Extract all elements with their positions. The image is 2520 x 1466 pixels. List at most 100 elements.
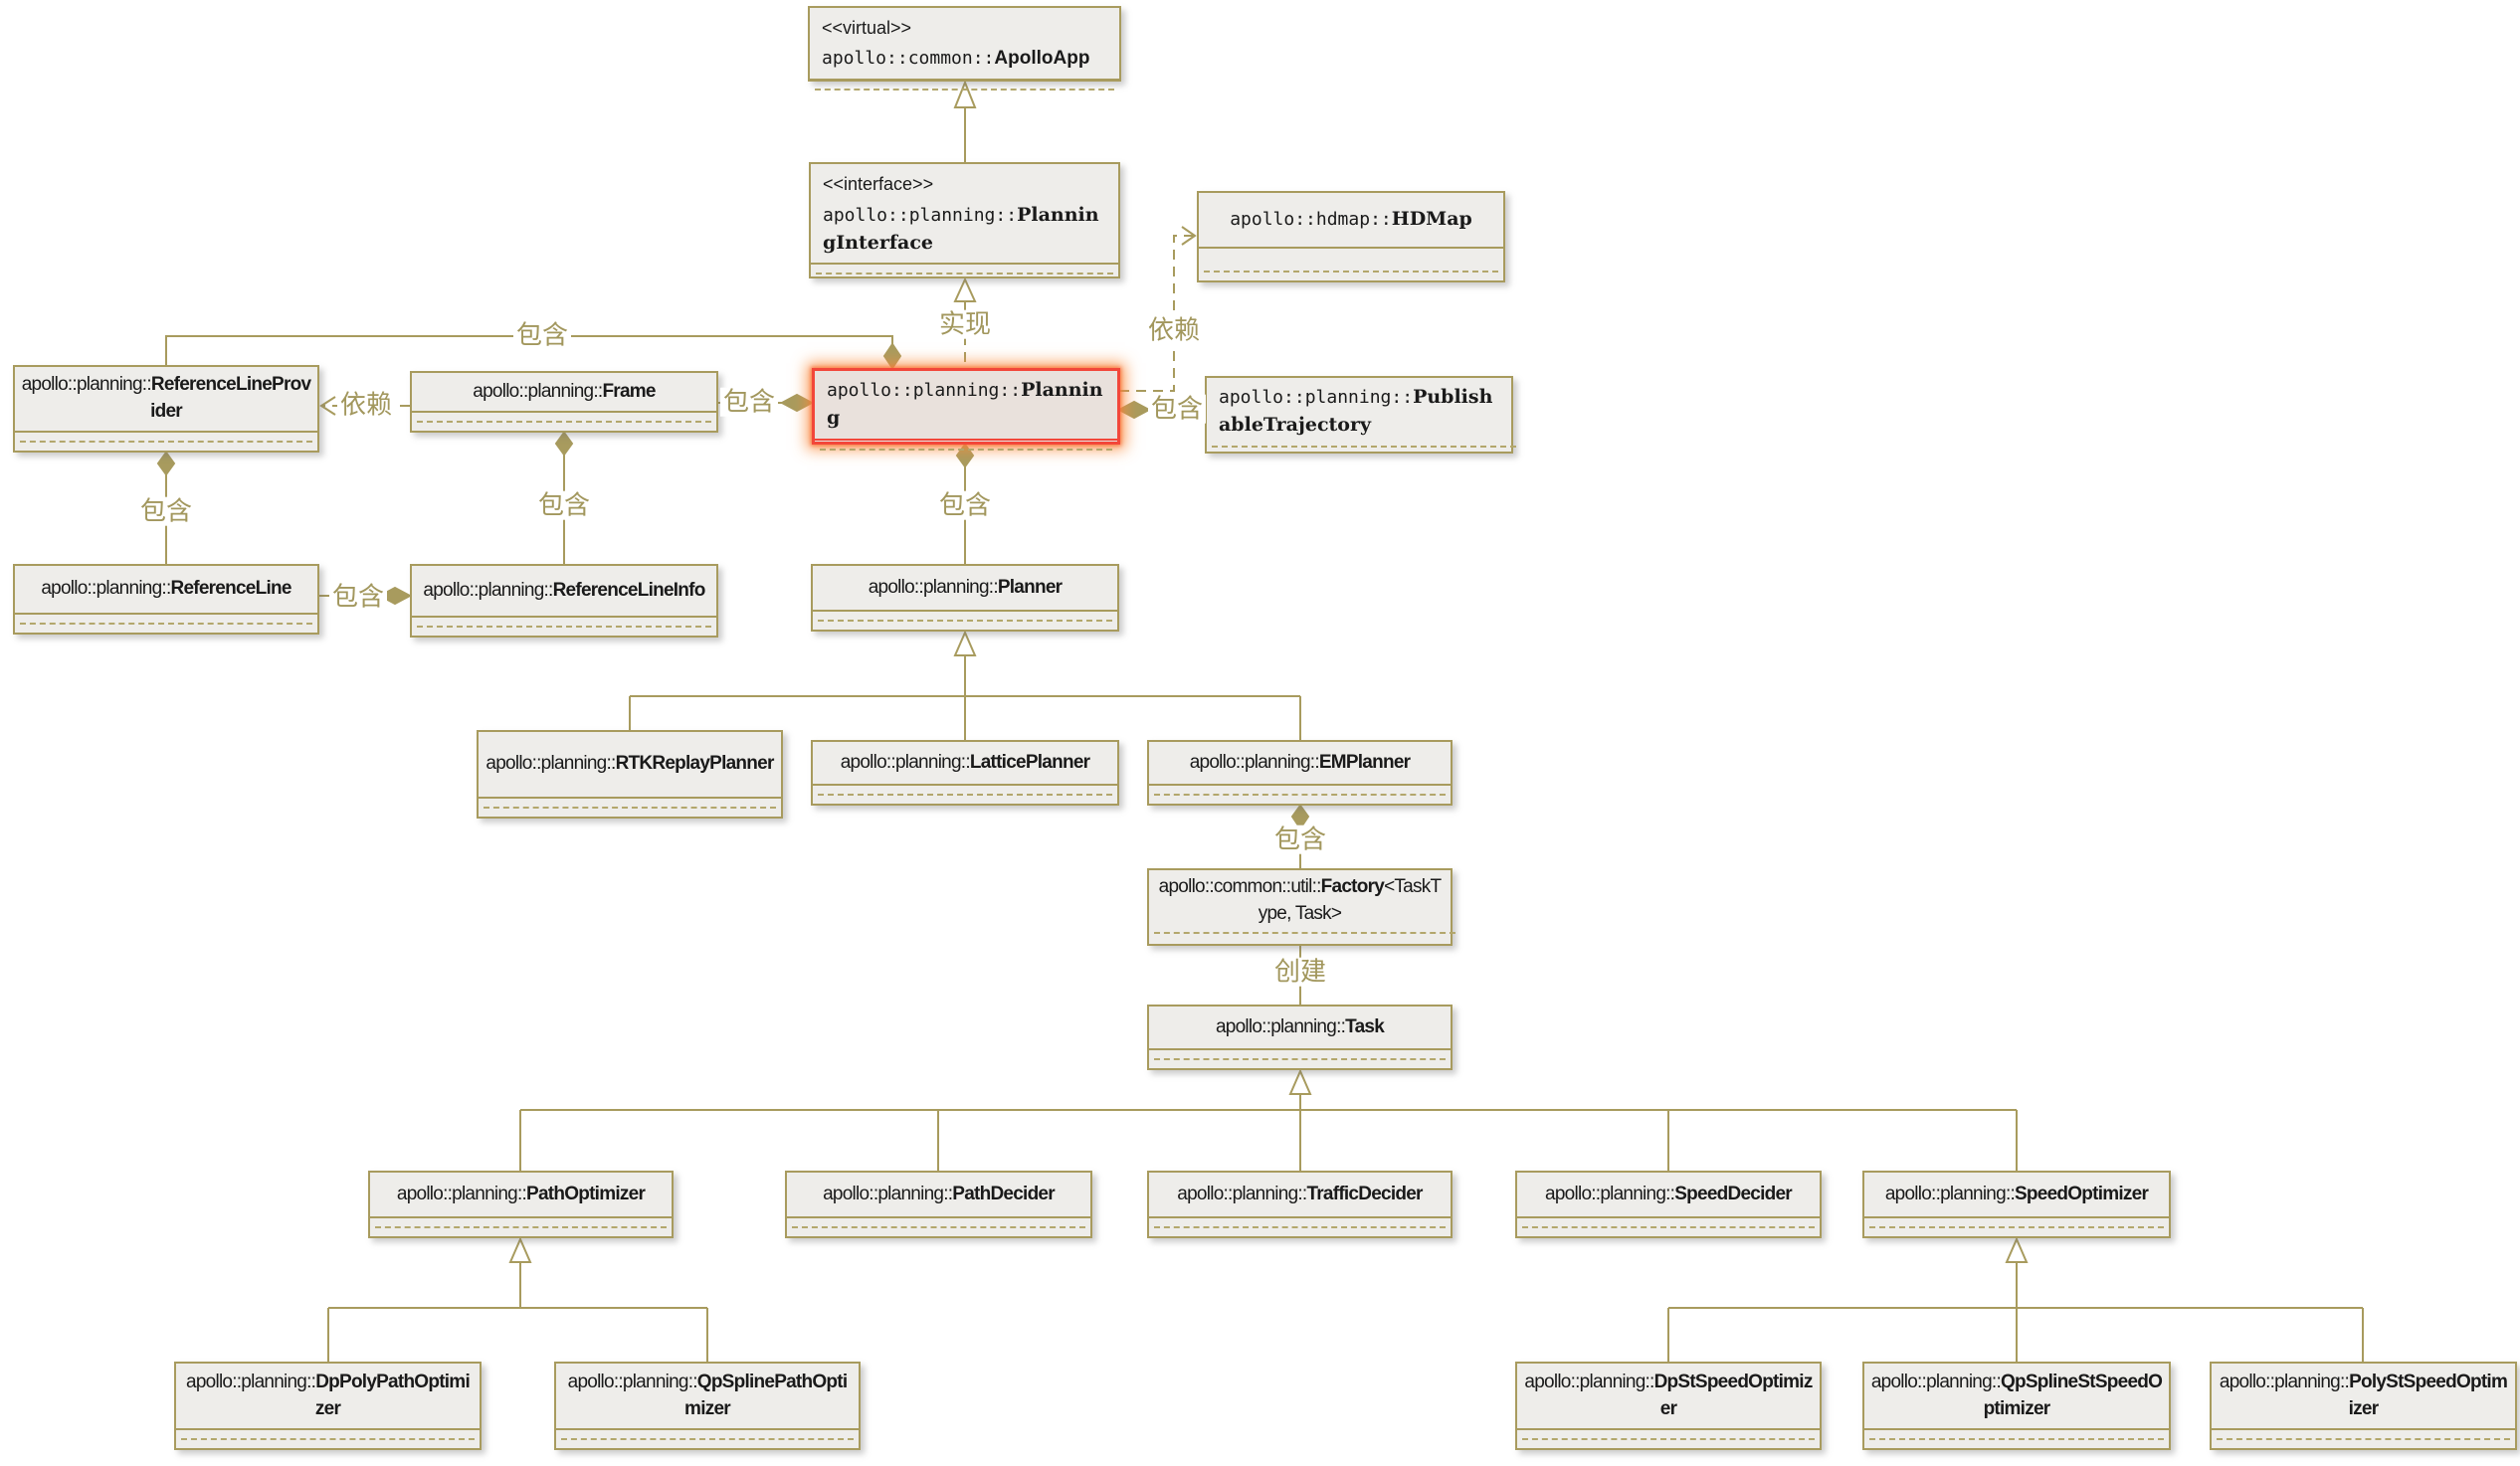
- class-path-decider[interactable]: apollo::planning::PathDecider: [785, 1171, 1092, 1238]
- members-compartment: [1149, 784, 1451, 804]
- namespace-text: apollo::planning::: [868, 576, 999, 598]
- class-qp-spline-st-speed-optimizer[interactable]: apollo::planning::QpSplineStSpeedOptimiz…: [1862, 1362, 2171, 1450]
- members-compartment: [813, 610, 1117, 630]
- members-compartment: [479, 797, 781, 817]
- class-reference-line-provider[interactable]: apollo::planning::ReferenceLineProvider: [13, 365, 319, 453]
- edge-label-realize: 实现: [935, 310, 995, 339]
- dashed-separator: [816, 273, 1113, 275]
- namespace-text: apollo::common::: [822, 47, 995, 69]
- edge-label-contains: 包含: [719, 388, 779, 417]
- edge-label-contains: 包含: [1270, 825, 1330, 854]
- edge-label-depends: 依赖: [336, 391, 396, 420]
- class-planning[interactable]: apollo::planning::Planning: [812, 368, 1120, 451]
- class-title: <<virtual>>apollo::common::ApolloApp: [810, 8, 1119, 79]
- members-compartment: [1864, 1428, 2169, 1448]
- class-title: apollo::planning::PathOptimizer: [370, 1173, 672, 1216]
- class-path-optimizer[interactable]: apollo::planning::PathOptimizer: [368, 1171, 674, 1238]
- class-qp-spline-path-optimizer[interactable]: apollo::planning::QpSplinePathOptimizer: [554, 1362, 861, 1450]
- members-compartment: [813, 784, 1117, 804]
- class-title: apollo::planning::Frame: [412, 373, 716, 411]
- members-compartment: [1517, 1216, 1820, 1236]
- class-planning-interface[interactable]: <<interface>>apollo::planning::PlanningI…: [809, 162, 1120, 278]
- class-name-text: Task: [1345, 1015, 1385, 1037]
- class-poly-st-speed-optimizer[interactable]: apollo::planning::PolyStSpeedOptimizer: [2210, 1362, 2517, 1450]
- members-compartment: [1199, 247, 1503, 280]
- class-title: apollo::planning::PolyStSpeedOptimizer: [2212, 1364, 2515, 1428]
- edge-generalization-planners: [629, 630, 1301, 740]
- members-compartment: [810, 78, 1119, 98]
- class-planner[interactable]: apollo::planning::Planner: [811, 564, 1119, 632]
- namespace-text: apollo::planning::: [1884, 1183, 2016, 1204]
- namespace-text: apollo::planning::: [823, 204, 1018, 226]
- class-title: apollo::planning::QpSplineStSpeedOptimiz…: [1864, 1364, 2169, 1428]
- namespace-text: apollo::planning::: [473, 380, 603, 402]
- class-speed-optimizer[interactable]: apollo::planning::SpeedOptimizer: [1862, 1171, 2171, 1238]
- template-args-text: <TaskType, Task>: [1258, 876, 1442, 924]
- namespace-text: apollo::hdmap::: [1230, 209, 1392, 231]
- dashed-separator: [20, 623, 312, 625]
- class-title: apollo::planning::PublishableTrajectory: [1207, 378, 1511, 446]
- class-publishable-trajectory[interactable]: apollo::planning::PublishableTrajectory: [1205, 376, 1516, 454]
- class-name-text: SpeedOptimizer: [2015, 1183, 2149, 1204]
- members-compartment: [412, 411, 716, 431]
- class-hdmap[interactable]: apollo::hdmap::HDMap: [1197, 191, 1505, 282]
- namespace-text: apollo::planning::: [823, 1183, 953, 1204]
- namespace-text: apollo::planning::: [485, 753, 616, 775]
- class-apollo-app[interactable]: <<virtual>>apollo::common::ApolloApp: [808, 6, 1121, 91]
- class-name-text: TrafficDecider: [1306, 1183, 1423, 1204]
- class-title: apollo::planning::ReferenceLine: [15, 566, 317, 613]
- class-reference-line-info[interactable]: apollo::planning::ReferenceLineInfo: [410, 564, 718, 638]
- class-task-factory[interactable]: apollo::common::util::Factory<TaskType, …: [1147, 868, 1455, 946]
- class-title: apollo::planning::SpeedOptimizer: [1864, 1173, 2169, 1216]
- dashed-separator: [820, 448, 1112, 451]
- namespace-text: apollo::planning::: [1177, 1183, 1307, 1204]
- class-speed-decider[interactable]: apollo::planning::SpeedDecider: [1515, 1171, 1822, 1238]
- namespace-text: apollo::common::util::: [1158, 876, 1322, 897]
- class-name-text: ReferenceLine: [170, 578, 291, 600]
- namespace-text: apollo::planning::: [21, 374, 152, 396]
- dashed-separator: [375, 1226, 667, 1228]
- class-rtk-replay-planner[interactable]: apollo::planning::RTKReplayPlanner: [477, 730, 783, 819]
- class-name-text: Factory: [1320, 876, 1385, 897]
- class-name-text: HDMap: [1391, 208, 1472, 231]
- class-frame[interactable]: apollo::planning::Frame: [410, 371, 718, 433]
- members-compartment: [787, 1216, 1090, 1236]
- class-lattice-planner[interactable]: apollo::planning::LatticePlanner: [811, 740, 1119, 806]
- namespace-text: apollo::planning::: [1189, 751, 1320, 773]
- dashed-separator: [484, 807, 776, 809]
- dashed-separator: [20, 441, 312, 443]
- class-dp-st-speed-optimizer[interactable]: apollo::planning::DpStSpeedOptimizer: [1515, 1362, 1822, 1450]
- class-name-text: EMPlanner: [1318, 751, 1411, 773]
- empty-compartment: [1149, 934, 1451, 944]
- dashed-separator: [2217, 1438, 2510, 1440]
- stereotype-label: <<virtual>>: [822, 18, 912, 38]
- class-name-text: PathDecider: [952, 1183, 1055, 1204]
- class-dp-poly-path-optimizer[interactable]: apollo::planning::DpPolyPathOptimizer: [174, 1362, 482, 1450]
- members-compartment: [1517, 1428, 1820, 1448]
- members-compartment: [1864, 1216, 2169, 1236]
- edge-generalization-tasks: [519, 1068, 2018, 1171]
- members-compartment: [2212, 1428, 2515, 1448]
- members-compartment: [1149, 1048, 1451, 1068]
- edge-label-contains: 包含: [534, 491, 594, 520]
- class-title: apollo::planning::ReferenceLineProvider: [15, 367, 317, 431]
- edge-realization-planning-planninginterface: [953, 276, 977, 368]
- class-traffic-decider[interactable]: apollo::planning::TrafficDecider: [1147, 1171, 1453, 1238]
- class-reference-line[interactable]: apollo::planning::ReferenceLine: [13, 564, 319, 635]
- class-name-text: ReferenceLineProvider: [150, 374, 311, 422]
- members-compartment: [815, 438, 1117, 458]
- namespace-text: apollo::planning::: [2219, 1371, 2350, 1392]
- class-name-text: PathOptimizer: [526, 1183, 646, 1204]
- class-title: apollo::planning::EMPlanner: [1149, 742, 1451, 784]
- class-em-planner[interactable]: apollo::planning::EMPlanner: [1147, 740, 1453, 806]
- class-task[interactable]: apollo::planning::Task: [1147, 1005, 1453, 1070]
- namespace-text: apollo::planning::: [186, 1371, 316, 1392]
- class-title: apollo::planning::Task: [1149, 1007, 1451, 1048]
- class-title: apollo::planning::PathDecider: [787, 1173, 1090, 1216]
- class-title: apollo::hdmap::HDMap: [1199, 193, 1503, 247]
- class-title: apollo::planning::RTKReplayPlanner: [479, 732, 781, 797]
- class-title: apollo::planning::Planner: [813, 566, 1117, 610]
- class-title: apollo::planning::QpSplinePathOptimizer: [556, 1364, 859, 1428]
- members-compartment: [1149, 1216, 1451, 1236]
